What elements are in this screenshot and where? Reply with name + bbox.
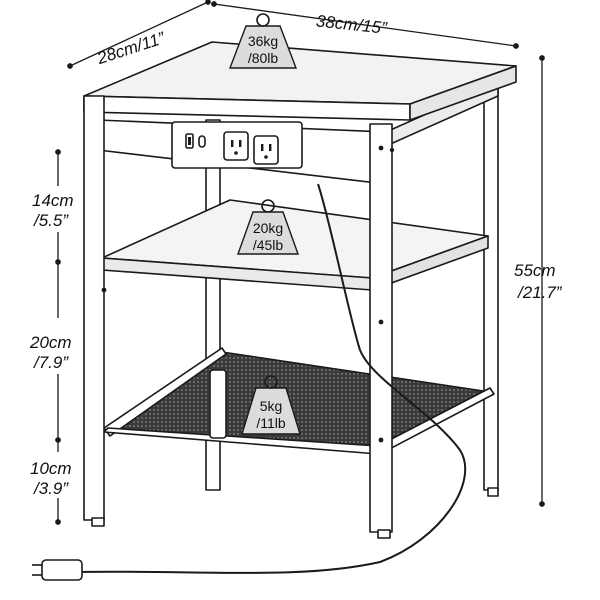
bottom-gap-imperial: /3.9” <box>33 479 69 498</box>
middle-gap-value: 20cm <box>29 333 72 352</box>
weight-icon-top <box>228 13 298 69</box>
front-left-foot <box>91 517 105 527</box>
dimension-width <box>211 1 519 49</box>
dimension-depth <box>67 0 211 69</box>
upper-gap-imperial: /5.5” <box>33 211 69 230</box>
height-imperial: /21.7” <box>517 283 563 302</box>
front-right-leg <box>369 123 393 533</box>
bottom-load-kg: 5kg <box>260 398 283 414</box>
front-left-leg <box>83 95 105 521</box>
bottom-gap-value: 10cm <box>30 459 72 478</box>
middle-load-kg: 20kg <box>253 220 283 236</box>
power-outlet-panel <box>171 121 303 169</box>
ac-outlet-left <box>223 131 249 161</box>
side-table <box>32 41 517 581</box>
front-right-foot <box>377 529 391 539</box>
middle-gap-imperial: /7.9” <box>33 353 69 372</box>
top-load-kg: 36kg <box>248 33 278 49</box>
width-label: 38cm/15” <box>315 11 389 37</box>
back-right-leg <box>483 79 499 491</box>
weight-icon-middle <box>237 199 299 255</box>
dimension-height <box>539 55 545 507</box>
back-right-foot <box>487 487 499 497</box>
top-load-lb: /80lb <box>248 50 279 66</box>
weight-icon-bottom <box>241 375 301 435</box>
depth-label: 28cm/11” <box>94 28 168 68</box>
bottle-prop <box>209 369 227 439</box>
middle-load-lb: /45lb <box>253 237 284 253</box>
upper-gap-value: 14cm <box>32 191 74 210</box>
usb-c-port <box>198 135 206 148</box>
height-value: 55cm <box>514 261 556 280</box>
power-plug <box>32 559 83 581</box>
ac-outlet-right <box>253 135 279 165</box>
dimension-left-stack <box>55 149 61 525</box>
power-cord <box>79 183 467 574</box>
bottom-load-lb: /11lb <box>256 415 286 431</box>
